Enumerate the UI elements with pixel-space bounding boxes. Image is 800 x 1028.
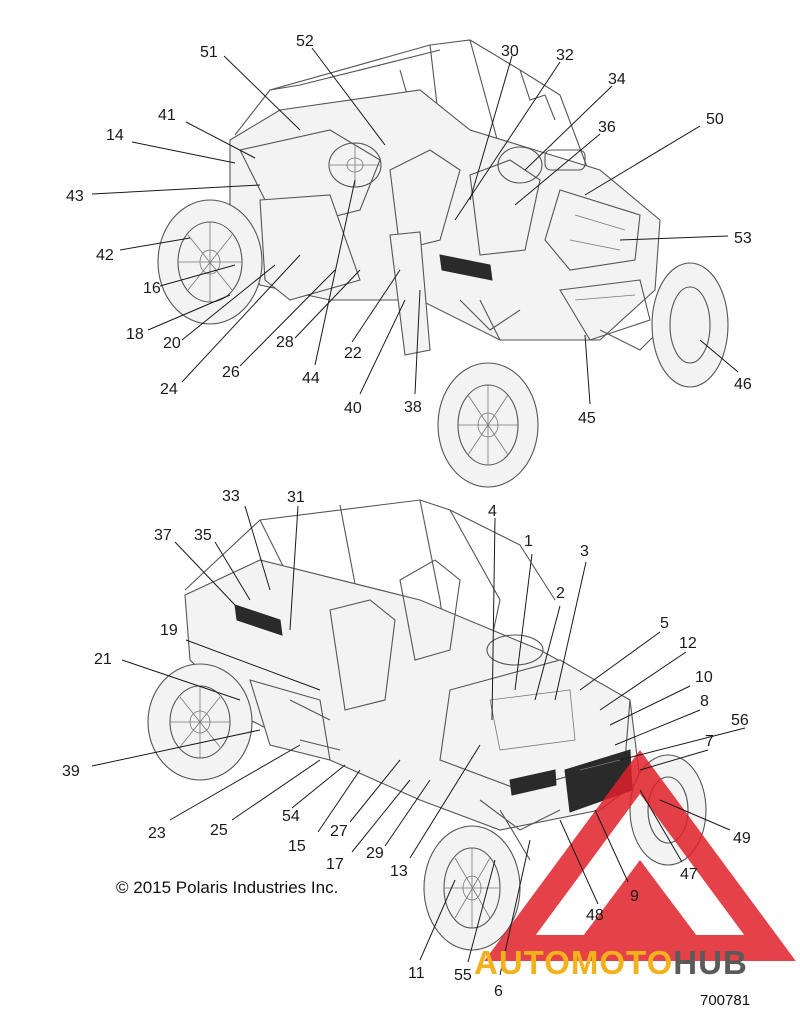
top-callouts: 51 52 30 32 34 36 50 41 14 43 42 16 18 2… — [66, 33, 752, 427]
watermark-text-part1: AUTOMOTO — [474, 944, 674, 981]
callout-18: 18 — [126, 326, 144, 343]
callout-31: 31 — [287, 489, 305, 506]
watermark-text-part2: HUB — [673, 944, 748, 981]
callout-44: 44 — [302, 370, 320, 387]
callout-28: 28 — [276, 334, 294, 351]
callout-37: 37 — [154, 527, 172, 544]
bottom-front-left-wheel — [423, 825, 521, 951]
callout-16: 16 — [143, 280, 161, 297]
callout-40: 40 — [344, 400, 362, 417]
callout-20: 20 — [163, 335, 181, 352]
callout-50: 50 — [706, 111, 724, 128]
callout-19: 19 — [160, 622, 178, 639]
diagram-part-number: 700781 — [700, 992, 751, 1009]
callout-45: 45 — [578, 410, 596, 427]
callout-47: 47 — [680, 866, 698, 883]
callout-35: 35 — [194, 527, 212, 544]
callout-5: 5 — [660, 615, 669, 632]
callout-30: 30 — [501, 43, 519, 60]
top-front-left-wheel — [157, 199, 263, 325]
top-rear-left-wheel — [437, 362, 539, 488]
callout-6: 6 — [494, 983, 503, 1000]
callout-49: 49 — [733, 830, 751, 847]
callout-7: 7 — [705, 733, 714, 750]
callout-42: 42 — [96, 247, 114, 264]
callout-21: 21 — [94, 651, 112, 668]
top-leader-lines — [91, 47, 739, 405]
callout-24: 24 — [160, 381, 178, 398]
callout-39: 39 — [62, 763, 80, 780]
callout-22: 22 — [344, 345, 362, 362]
callout-33: 33 — [222, 488, 240, 505]
callout-15: 15 — [288, 838, 306, 855]
callout-55: 55 — [454, 967, 472, 984]
callout-11: 11 — [408, 965, 425, 982]
callout-36: 36 — [598, 119, 616, 136]
callout-34: 34 — [608, 71, 626, 88]
callout-12: 12 — [679, 635, 697, 652]
callout-1: 1 — [524, 533, 533, 550]
copyright-notice: © 2015 Polaris Industries Inc. — [116, 878, 339, 897]
callout-27: 27 — [330, 823, 348, 840]
callout-53: 53 — [734, 230, 752, 247]
callout-51: 51 — [200, 44, 218, 61]
callout-56: 56 — [731, 712, 749, 729]
callout-54: 54 — [282, 808, 300, 825]
callout-10: 10 — [695, 669, 713, 686]
watermark-logo-text: AUTOMOTOHUB — [474, 944, 748, 982]
callout-46: 46 — [734, 376, 752, 393]
callout-41: 41 — [158, 107, 176, 124]
callout-17: 17 — [326, 856, 344, 873]
callout-23: 23 — [148, 825, 166, 842]
callout-9: 9 — [630, 888, 639, 905]
callout-48: 48 — [586, 907, 604, 924]
callout-43: 43 — [66, 188, 84, 205]
bottom-rear-left-wheel — [147, 663, 253, 781]
bottom-leader-lines — [91, 505, 746, 976]
callout-13: 13 — [390, 863, 408, 880]
callout-4: 4 — [488, 503, 497, 520]
top-vehicle-drawing — [157, 39, 729, 488]
callout-8: 8 — [700, 693, 709, 710]
callout-2: 2 — [556, 585, 565, 602]
watermark-logo-triangle — [484, 750, 796, 961]
callout-26: 26 — [222, 364, 240, 381]
callout-25: 25 — [210, 822, 228, 839]
top-rear-right-wheel — [651, 262, 729, 388]
bottom-callouts: 33 31 37 35 4 1 3 2 5 12 10 8 56 7 19 21… — [62, 488, 751, 1000]
callout-38: 38 — [404, 399, 422, 416]
callout-32: 32 — [556, 47, 574, 64]
callout-29: 29 — [366, 845, 384, 862]
callout-52: 52 — [296, 33, 314, 50]
callout-3: 3 — [580, 543, 589, 560]
callout-14: 14 — [106, 127, 124, 144]
